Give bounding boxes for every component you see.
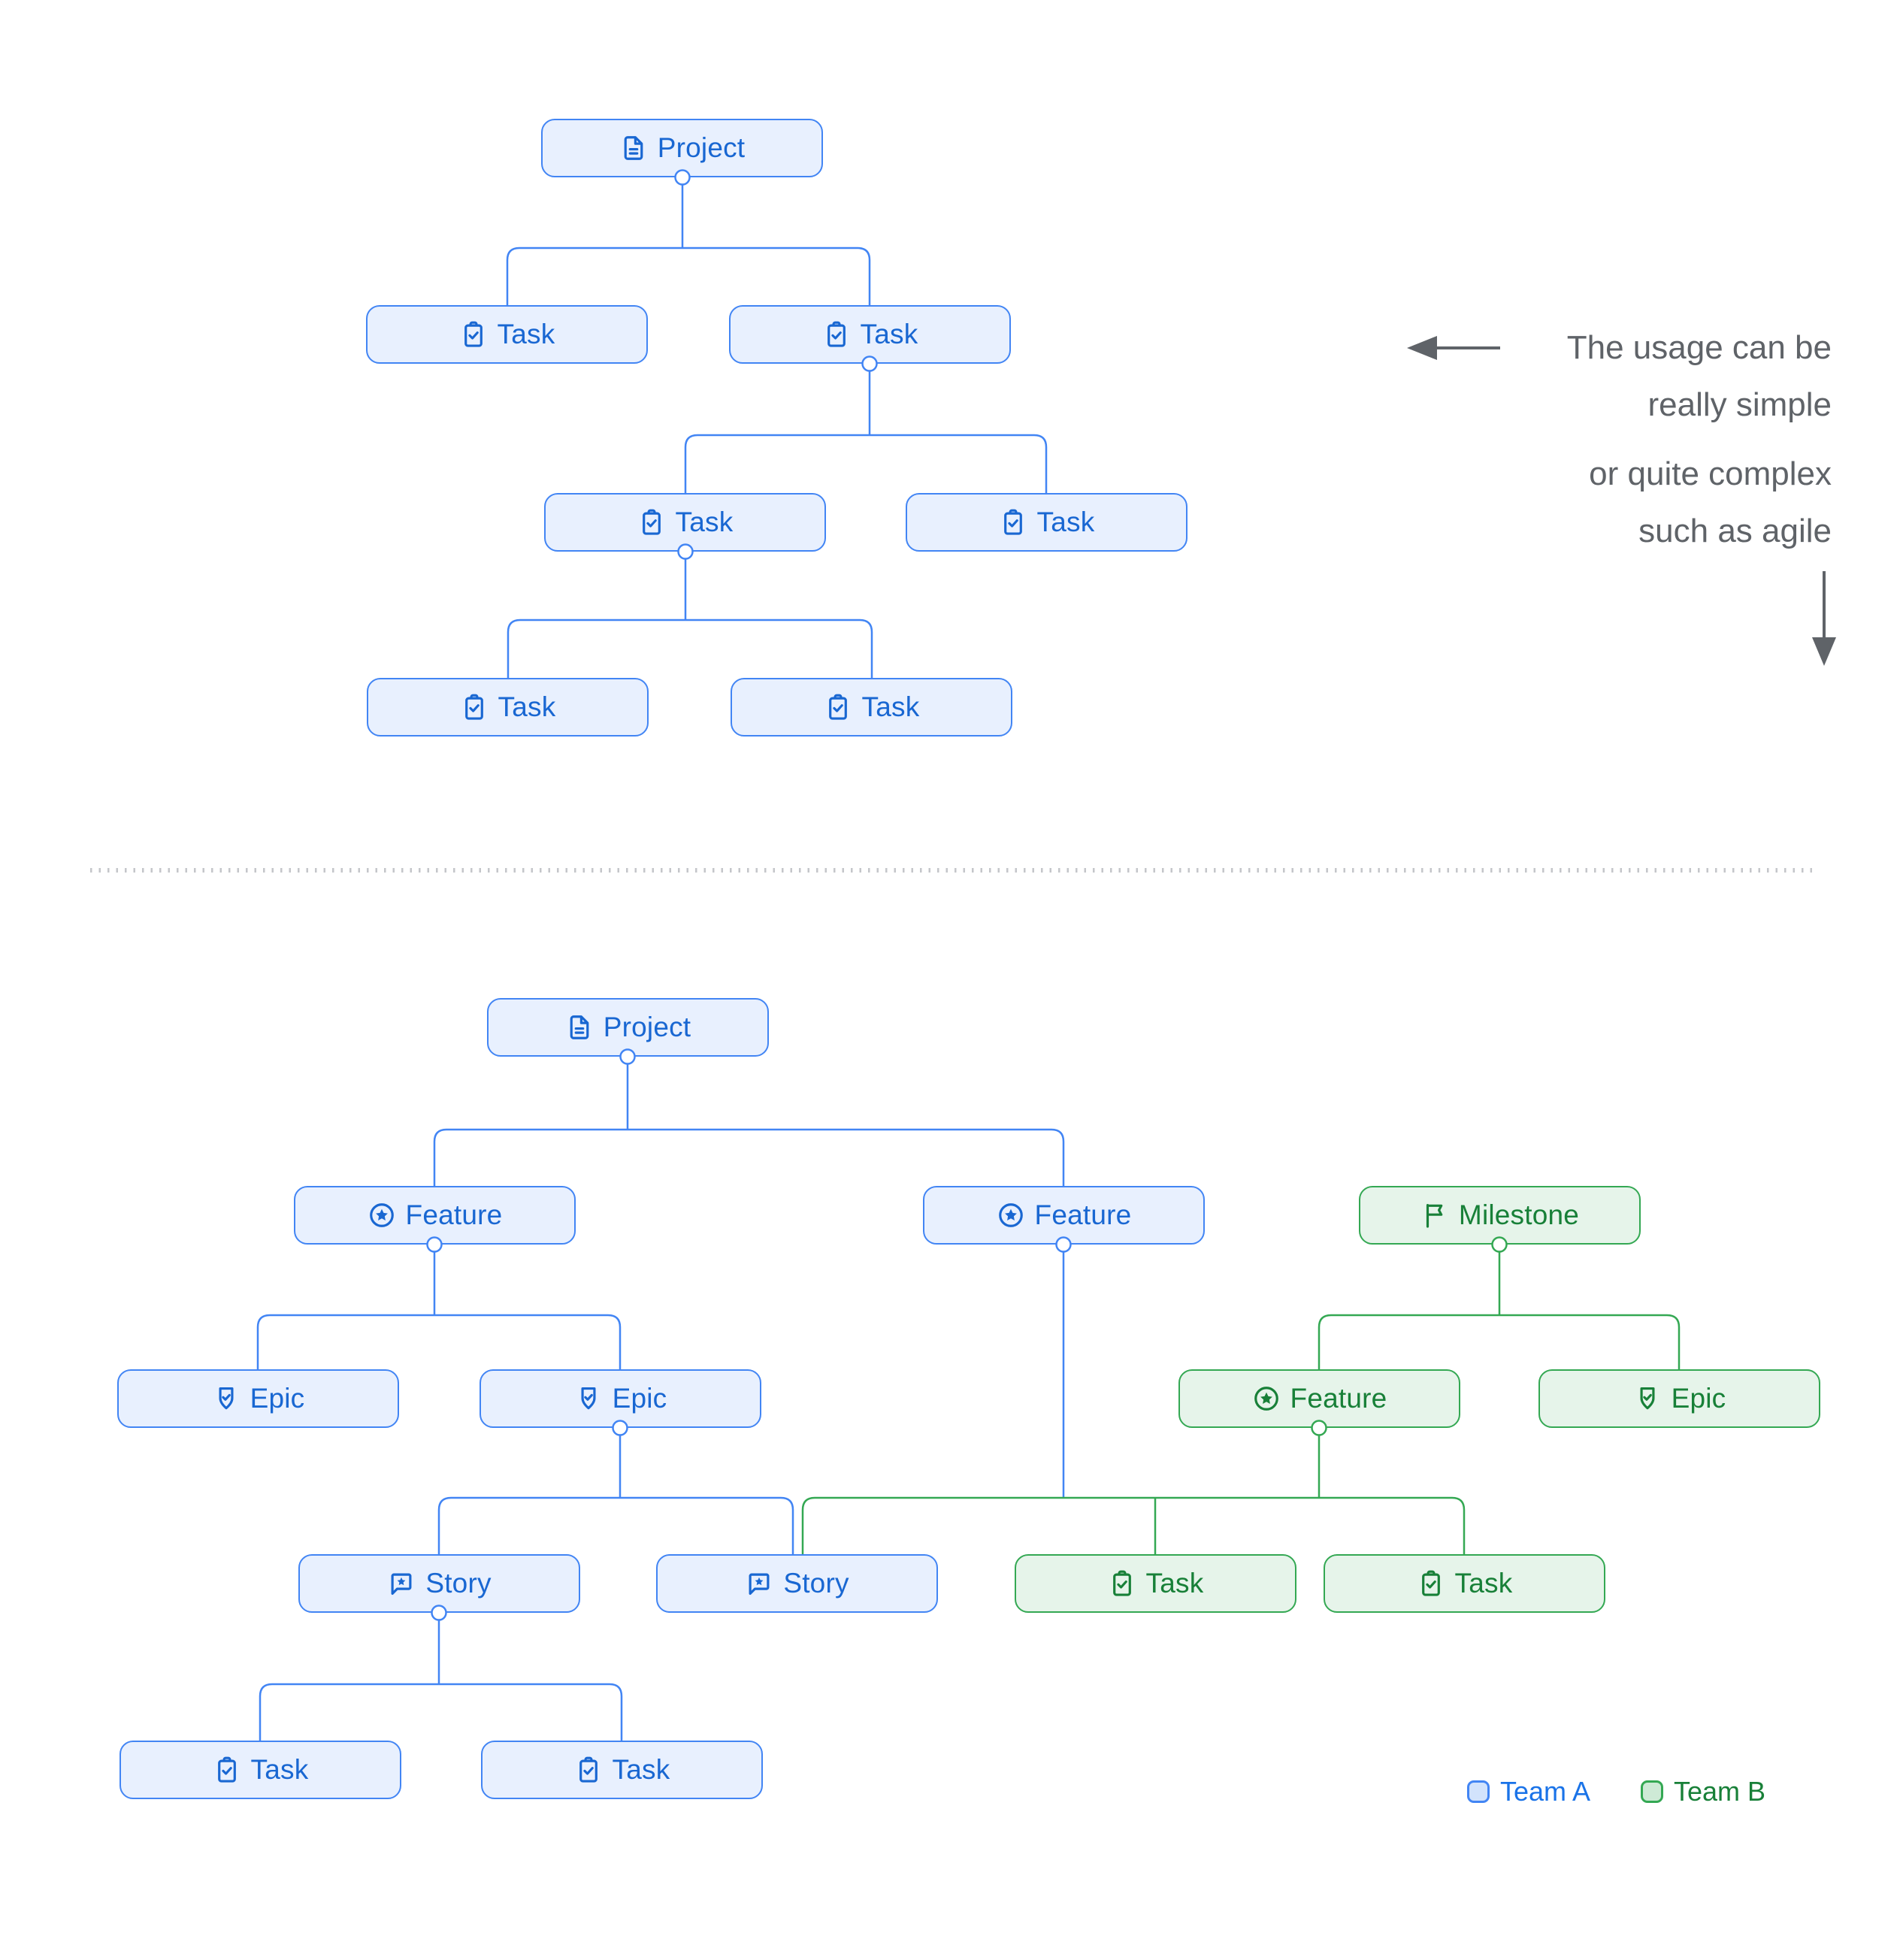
bottom-green-epic-node[interactable]: Epic	[1538, 1369, 1820, 1428]
node-label: Feature	[1034, 1199, 1132, 1230]
tree-edges-blue	[256, 185, 1065, 1741]
node-label: Feature	[405, 1199, 503, 1230]
bottom-story-1-node[interactable]: Story	[298, 1554, 580, 1613]
bottom-story-2-node[interactable]: Story	[656, 1554, 938, 1613]
node-label: Task	[860, 319, 918, 349]
bottom-milestone-node[interactable]: Milestone	[1359, 1186, 1641, 1245]
node-label: Task	[250, 1754, 309, 1785]
task-icon	[574, 1756, 603, 1784]
annotation-complex: or quite complex such as agile	[1230, 446, 1832, 560]
node-label: Project	[603, 1012, 691, 1042]
top-task-1-node[interactable]: Task	[366, 305, 648, 364]
node-label: Project	[657, 132, 746, 163]
bottom-feature-1-node[interactable]: Feature	[294, 1186, 576, 1245]
node-label: Milestone	[1458, 1199, 1580, 1230]
team-b-swatch	[1641, 1780, 1663, 1803]
document-icon	[619, 134, 648, 162]
epic-icon	[1633, 1384, 1662, 1413]
top-task-2-node[interactable]: Task	[729, 305, 1011, 364]
node-label: Task	[497, 319, 555, 349]
annotation-line: really simple	[1647, 386, 1832, 423]
feature-icon	[997, 1201, 1025, 1230]
story-icon	[745, 1569, 773, 1598]
annotation-line: or quite complex	[1589, 455, 1832, 492]
node-label: Task	[861, 691, 920, 722]
bottom-green-task-2-node[interactable]: Task	[1324, 1554, 1605, 1613]
node-label: Story	[425, 1568, 492, 1599]
task-icon	[822, 320, 851, 349]
bottom-epic-1-node[interactable]: Epic	[117, 1369, 399, 1428]
node-label: Feature	[1290, 1383, 1387, 1414]
node-label: Task	[1145, 1568, 1204, 1599]
annotation-simple: The usage can be really simple	[1230, 319, 1832, 434]
epic-icon	[574, 1384, 603, 1413]
task-icon	[1108, 1569, 1136, 1598]
story-icon	[387, 1569, 416, 1598]
legend-label: Team A	[1500, 1776, 1591, 1807]
node-label: Epic	[612, 1383, 667, 1414]
node-label: Task	[612, 1754, 670, 1785]
bottom-project-node[interactable]: Project	[487, 998, 769, 1057]
task-icon	[824, 693, 852, 721]
bottom-task-2-node[interactable]: Task	[481, 1741, 763, 1799]
down-arrow	[1812, 571, 1836, 666]
annotation-line: such as agile	[1638, 513, 1832, 549]
node-label: Task	[498, 691, 556, 722]
top-task-4-node[interactable]: Task	[906, 493, 1187, 552]
task-icon	[637, 508, 666, 537]
team-a-swatch	[1467, 1780, 1490, 1803]
feature-icon	[368, 1201, 396, 1230]
task-icon	[459, 320, 488, 349]
node-label: Epic	[250, 1383, 305, 1414]
bottom-green-feature-node[interactable]: Feature	[1178, 1369, 1460, 1428]
legend-team-b: Team B	[1641, 1776, 1765, 1807]
flag-icon	[1420, 1201, 1449, 1230]
annotation-line: The usage can be	[1566, 329, 1832, 366]
bottom-epic-2-node[interactable]: Epic	[480, 1369, 761, 1428]
document-icon	[565, 1013, 594, 1042]
node-label: Task	[1454, 1568, 1513, 1599]
top-task-3-node[interactable]: Task	[544, 493, 826, 552]
epic-icon	[212, 1384, 241, 1413]
top-project-node[interactable]: Project	[541, 119, 823, 177]
legend-team-a: Team A	[1467, 1776, 1590, 1807]
bottom-green-task-1-node[interactable]: Task	[1015, 1554, 1296, 1613]
node-label: Task	[1036, 507, 1095, 537]
node-label: Story	[783, 1568, 849, 1599]
task-icon	[1417, 1569, 1445, 1598]
node-label: Task	[675, 507, 734, 537]
bottom-task-1-node[interactable]: Task	[120, 1741, 401, 1799]
task-icon	[213, 1756, 241, 1784]
top-task-5-node[interactable]: Task	[367, 678, 649, 737]
legend-label: Team B	[1674, 1776, 1766, 1807]
node-label: Epic	[1671, 1383, 1726, 1414]
top-task-6-node[interactable]: Task	[731, 678, 1012, 737]
bottom-feature-2-node[interactable]: Feature	[923, 1186, 1205, 1245]
feature-icon	[1252, 1384, 1281, 1413]
task-icon	[999, 508, 1027, 537]
task-icon	[460, 693, 489, 721]
